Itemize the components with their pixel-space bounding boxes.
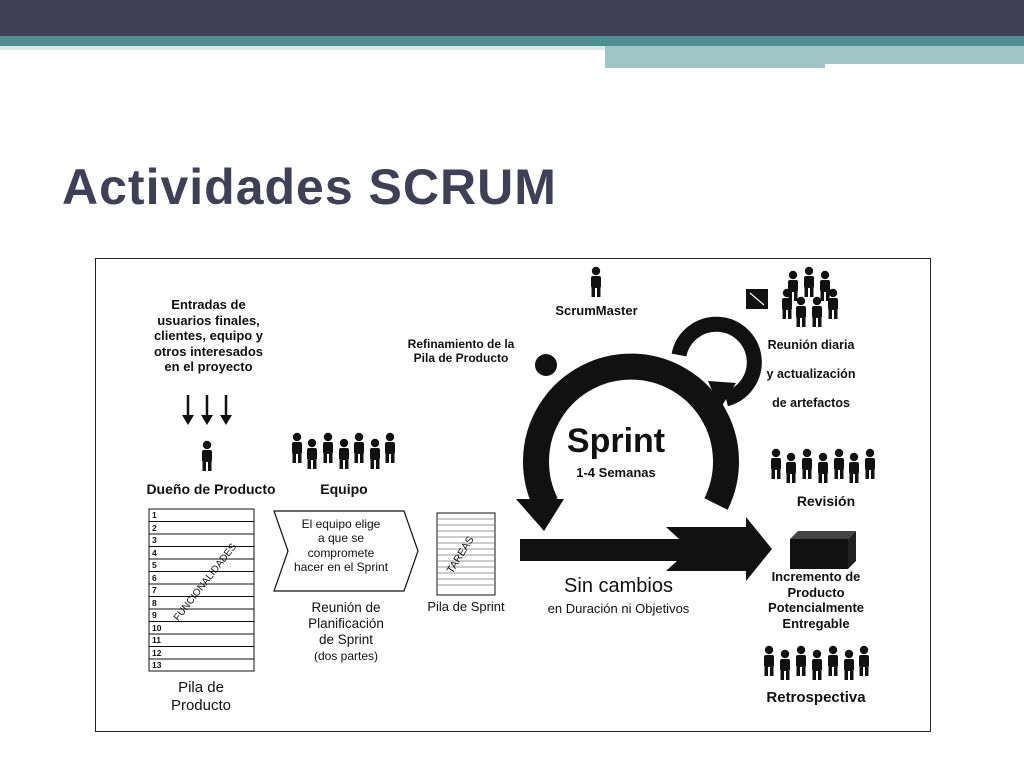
sprint-backlog-label: Pila de Sprint bbox=[427, 599, 505, 614]
top-decoration-bar bbox=[0, 0, 1024, 36]
review-figures bbox=[771, 448, 875, 483]
product-owner-label: Dueño de Producto bbox=[146, 481, 276, 497]
product-increment-box bbox=[790, 531, 856, 569]
no-changes-sub: en Duración ni Objetivos bbox=[547, 601, 690, 616]
team-label: Equipo bbox=[320, 481, 368, 497]
diagram-graphics bbox=[148, 266, 875, 680]
slide-title: Actividades SCRUM bbox=[62, 159, 557, 215]
review-label: Revisión bbox=[796, 493, 856, 509]
output-arrow bbox=[520, 517, 772, 581]
right-accent-thin-band bbox=[605, 64, 825, 68]
sprint-cycle bbox=[516, 353, 739, 531]
no-changes-label: Sin cambios bbox=[564, 575, 673, 597]
input-arrows bbox=[182, 395, 232, 425]
sprint-title: Sprint bbox=[566, 422, 666, 460]
scrummaster-label: ScrumMaster bbox=[555, 303, 638, 318]
sprint-duration: 1-4 Semanas bbox=[576, 465, 656, 480]
sprint-backlog-sheet bbox=[436, 512, 496, 596]
teal-accent-band bbox=[0, 36, 1024, 46]
product-owner-figure bbox=[202, 440, 212, 471]
light-accent-band bbox=[0, 46, 605, 50]
daily-meeting-figures bbox=[746, 266, 838, 327]
product-backlog-list bbox=[148, 508, 255, 672]
retrospective-label: Retrospectiva bbox=[766, 689, 866, 706]
sprint-planning-chevron bbox=[273, 510, 419, 592]
right-accent-band bbox=[605, 46, 1024, 64]
scrummaster-figure bbox=[591, 266, 601, 297]
team-figures bbox=[292, 432, 395, 469]
daily-loop bbox=[671, 316, 762, 409]
retrospective-figures bbox=[764, 645, 869, 680]
